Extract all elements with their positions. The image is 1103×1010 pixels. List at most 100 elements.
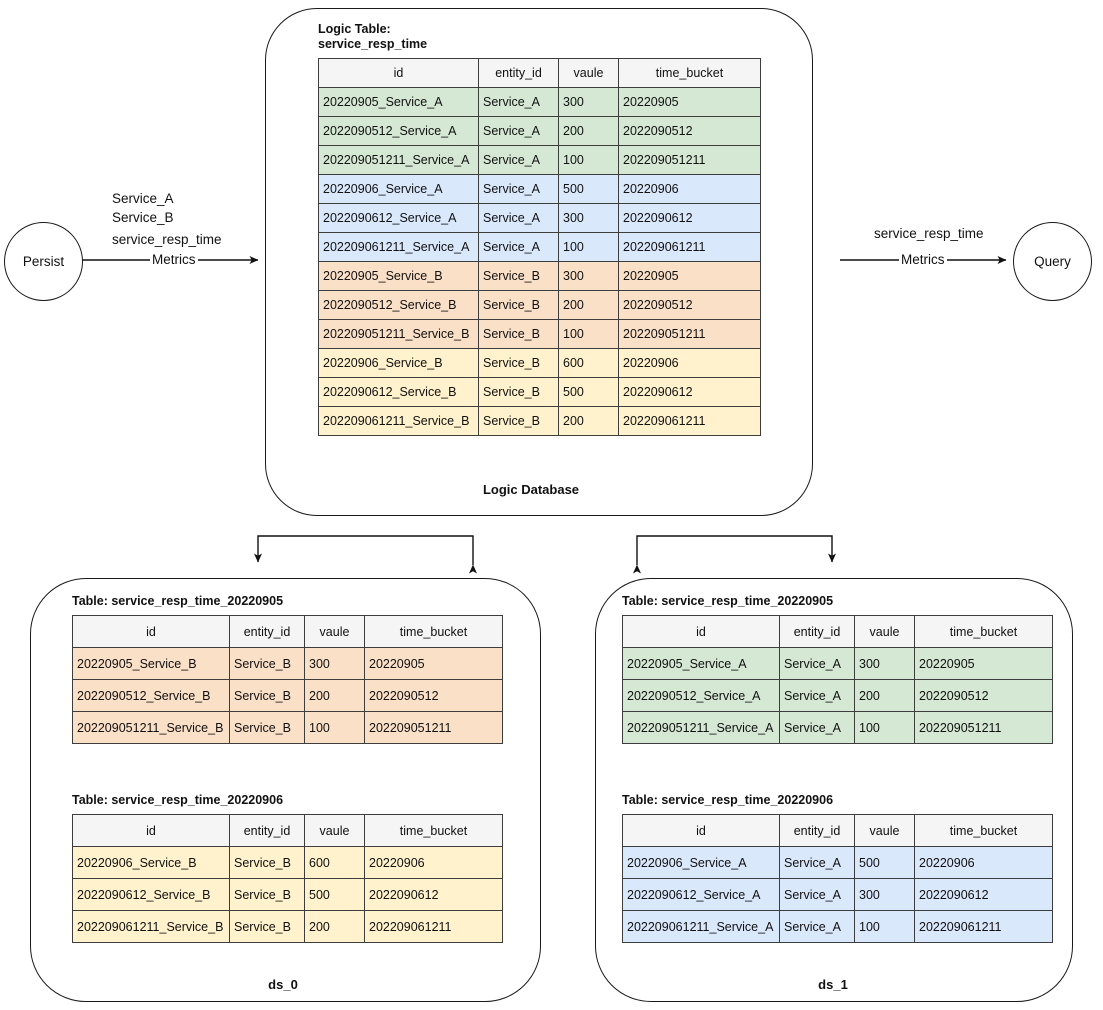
cell-entity-id: Service_A <box>779 910 855 943</box>
cell-vaule: 100 <box>854 711 915 744</box>
col-header-id: id <box>622 814 780 847</box>
cell-entity-id: Service_A <box>478 232 559 262</box>
persist-edge-label-service-a: Service_A <box>112 191 174 206</box>
col-header-time-bucket: time_bucket <box>364 615 503 648</box>
query-node-label: Query <box>1034 254 1071 269</box>
cell-id: 20220906_Service_B <box>318 348 479 378</box>
cell-id: 202209061211_Service_B <box>318 406 479 436</box>
cell-vaule: 300 <box>304 647 365 680</box>
cell-entity-id: Service_A <box>478 145 559 175</box>
ds1-table-20220905: id entity_id vaule time_bucket 20220905_… <box>622 615 1053 744</box>
cell-id: 20220905_Service_A <box>622 647 780 680</box>
edge-ds0-to-logicdb <box>254 535 477 574</box>
logic-table-title-line1: Logic Table: <box>318 22 391 36</box>
persist-node-label: Persist <box>22 254 65 269</box>
cell-time-bucket: 202209051211 <box>618 319 761 349</box>
col-header-entity-id: entity_id <box>779 615 855 648</box>
ds0-table-title-20220906: Table: service_resp_time_20220906 <box>72 793 284 807</box>
cell-id: 202209061211_Service_A <box>318 232 479 262</box>
cell-entity-id: Service_B <box>229 711 305 744</box>
cell-entity-id: Service_A <box>478 174 559 204</box>
ds0-table-20220905: id entity_id vaule time_bucket 20220905_… <box>72 615 503 744</box>
col-header-vaule: vaule <box>854 814 915 847</box>
cell-entity-id: Service_B <box>229 910 305 943</box>
cell-vaule: 200 <box>304 679 365 712</box>
cell-time-bucket: 20220906 <box>914 846 1053 879</box>
cell-time-bucket: 202209061211 <box>914 910 1053 943</box>
cell-entity-id: Service_A <box>779 846 855 879</box>
cell-entity-id: Service_B <box>478 348 559 378</box>
cell-time-bucket: 202209051211 <box>364 711 503 744</box>
cell-id: 20220906_Service_B <box>72 846 230 879</box>
cell-vaule: 500 <box>558 377 619 407</box>
col-header-vaule: vaule <box>854 615 915 648</box>
cell-vaule: 100 <box>854 910 915 943</box>
col-header-time-bucket: time_bucket <box>364 814 503 847</box>
cell-time-bucket: 2022090512 <box>914 679 1053 712</box>
logic-table-title-line2: service_resp_time <box>318 37 428 51</box>
cell-id: 202209051211_Service_B <box>72 711 230 744</box>
logic-table-title: Logic Table: service_resp_time <box>318 22 761 52</box>
cell-vaule: 300 <box>854 878 915 911</box>
cell-vaule: 600 <box>558 348 619 378</box>
col-header-vaule: vaule <box>558 58 619 88</box>
col-header-time-bucket: time_bucket <box>914 814 1053 847</box>
cell-time-bucket: 20220906 <box>618 348 761 378</box>
cell-time-bucket: 2022090612 <box>364 878 503 911</box>
col-header-time-bucket: time_bucket <box>618 58 761 88</box>
table-header-row: id entity_id vaule time_bucket <box>622 615 1053 648</box>
cell-vaule: 100 <box>558 232 619 262</box>
persist-edge-label-service-b: Service_B <box>112 210 174 225</box>
cell-id: 2022090512_Service_B <box>318 290 479 320</box>
col-header-entity-id: entity_id <box>478 58 559 88</box>
cell-time-bucket: 202209061211 <box>618 232 761 262</box>
cell-time-bucket: 2022090612 <box>914 878 1053 911</box>
cell-id: 20220906_Service_A <box>318 174 479 204</box>
cell-id: 202209051211_Service_A <box>318 145 479 175</box>
cell-vaule: 100 <box>558 145 619 175</box>
cell-entity-id: Service_B <box>229 647 305 680</box>
col-header-id: id <box>72 615 230 648</box>
table-header-row: id entity_id vaule time_bucket <box>622 814 1053 847</box>
cell-time-bucket: 2022090512 <box>364 679 503 712</box>
cell-id: 2022090512_Service_B <box>72 679 230 712</box>
table-header-row: id entity_id vaule time_bucket <box>72 615 503 648</box>
logic-table-block: Logic Table: service_resp_time id entity… <box>318 22 761 436</box>
cell-entity-id: Service_B <box>478 377 559 407</box>
cell-vaule: 200 <box>304 910 365 943</box>
persist-node[interactable]: Persist <box>4 222 83 301</box>
cell-id: 20220905_Service_B <box>318 261 479 291</box>
cell-time-bucket: 202209061211 <box>618 406 761 436</box>
col-header-vaule: vaule <box>304 814 365 847</box>
persist-edge-label-metric-name: service_resp_time <box>112 232 222 247</box>
ds1-caption: ds_1 <box>818 977 848 992</box>
cell-entity-id: Service_A <box>779 878 855 911</box>
cell-id: 202209061211_Service_B <box>72 910 230 943</box>
query-node[interactable]: Query <box>1013 222 1092 301</box>
cell-time-bucket: 20220905 <box>914 647 1053 680</box>
cell-vaule: 200 <box>558 116 619 146</box>
cell-vaule: 300 <box>854 647 915 680</box>
cell-id: 2022090512_Service_A <box>318 116 479 146</box>
col-header-id: id <box>72 814 230 847</box>
ds1-table-20220906: id entity_id vaule time_bucket 20220906_… <box>622 814 1053 943</box>
cell-entity-id: Service_A <box>779 679 855 712</box>
cell-entity-id: Service_B <box>478 290 559 320</box>
ds1-table-title-20220906: Table: service_resp_time_20220906 <box>622 793 834 807</box>
cell-id: 2022090612_Service_B <box>72 878 230 911</box>
cell-time-bucket: 202209051211 <box>618 145 761 175</box>
